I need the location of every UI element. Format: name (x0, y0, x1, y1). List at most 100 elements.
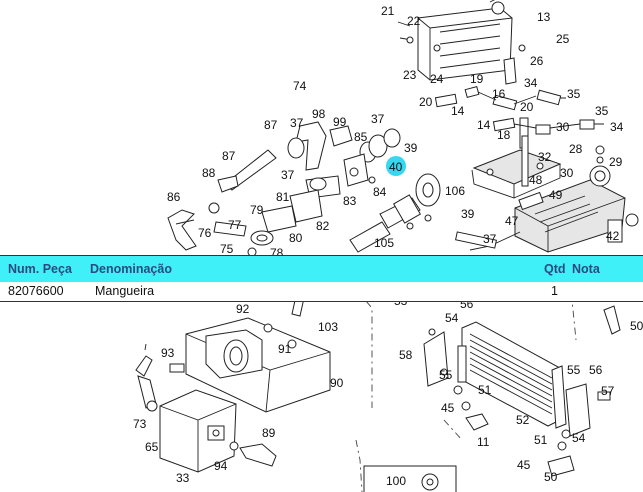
bottom-inset-box (363, 465, 457, 492)
callout-103[interactable]: 103 (318, 320, 338, 334)
callout-80[interactable]: 80 (289, 231, 303, 245)
callout-86[interactable]: 86 (167, 190, 181, 204)
callout-84[interactable]: 84 (373, 185, 387, 199)
callout-55-left[interactable]: 55 (439, 368, 453, 382)
hose-assembly-left (167, 121, 353, 257)
callout-25[interactable]: 25 (556, 32, 570, 46)
part-table-header: Num. Peça Denominação Qtd Nota (0, 256, 643, 282)
callout-58[interactable]: 58 (399, 348, 413, 362)
callout-33[interactable]: 33 (176, 471, 190, 485)
callout-74[interactable]: 74 (293, 79, 307, 93)
valve-block (471, 135, 562, 199)
callout-37-mid[interactable]: 37 (281, 168, 295, 182)
callout-51-lower[interactable]: 51 (534, 433, 548, 447)
callout-37-upper[interactable]: 37 (290, 116, 304, 130)
callout-26[interactable]: 26 (530, 54, 544, 68)
callout-18[interactable]: 18 (497, 128, 511, 142)
callout-81[interactable]: 81 (276, 190, 290, 204)
part-info-panel: Num. Peça Denominação Qtd Nota 82076600 … (0, 255, 643, 302)
callout-76[interactable]: 76 (198, 226, 212, 240)
callout-28[interactable]: 28 (569, 142, 583, 156)
callout-14-mid[interactable]: 14 (477, 118, 491, 132)
callout-34-top[interactable]: 34 (524, 76, 538, 90)
row-description: Mangueira (95, 284, 155, 298)
callout-11[interactable]: 11 (477, 435, 490, 449)
callout-92[interactable]: 92 (236, 302, 250, 316)
callout-20-left[interactable]: 20 (419, 95, 433, 109)
part-table-row[interactable]: 82076600 Mangueira 1 (0, 282, 643, 300)
callout-65[interactable]: 65 (145, 440, 159, 454)
callout-23[interactable]: 23 (403, 68, 417, 82)
callout-34-right[interactable]: 34 (610, 120, 624, 134)
callout-37-lower[interactable]: 37 (483, 232, 497, 246)
callout-50-right[interactable]: 50 (630, 319, 643, 333)
callout-32[interactable]: 32 (538, 150, 552, 164)
callout-13[interactable]: 13 (537, 10, 551, 24)
row-part-number: 82076600 (8, 284, 64, 298)
header-part-number: Num. Peça (8, 262, 72, 276)
callout-79[interactable]: 79 (250, 203, 264, 217)
callout-82[interactable]: 82 (316, 219, 330, 233)
callout-106[interactable]: 106 (445, 184, 465, 198)
callout-39-lower[interactable]: 39 (461, 207, 475, 221)
pump-body (514, 165, 639, 253)
callout-47[interactable]: 47 (505, 214, 519, 228)
callout-30-top[interactable]: 30 (556, 120, 570, 134)
callout-88[interactable]: 88 (202, 166, 216, 180)
callout-52[interactable]: 52 (516, 413, 530, 427)
callout-73[interactable]: 73 (133, 417, 147, 431)
header-description: Denominação (90, 262, 172, 276)
callout-91[interactable]: 91 (278, 342, 292, 356)
callout-57[interactable]: 57 (601, 384, 615, 398)
callout-35-right[interactable]: 35 (595, 104, 609, 118)
callout-24[interactable]: 24 (430, 72, 444, 86)
callout-45-lower[interactable]: 45 (517, 458, 531, 472)
callout-93[interactable]: 93 (161, 346, 175, 360)
callout-85[interactable]: 85 (354, 130, 368, 144)
callout-56-right[interactable]: 56 (589, 363, 603, 377)
callout-20-right[interactable]: 20 (520, 100, 534, 114)
highlight-marker (386, 156, 406, 176)
header-note: Nota (572, 262, 600, 276)
callout-54-top[interactable]: 54 (445, 311, 459, 325)
callout-49[interactable]: 49 (549, 188, 563, 202)
callout-100[interactable]: 100 (386, 474, 406, 488)
callout-30-mid[interactable]: 30 (560, 166, 574, 180)
callout-87-lower[interactable]: 87 (222, 149, 236, 163)
callout-94[interactable]: 94 (214, 459, 228, 473)
mounting-bracket (185, 295, 331, 413)
callout-87-upper[interactable]: 87 (264, 118, 278, 132)
callout-37-pump[interactable]: 37 (371, 112, 385, 126)
callout-90[interactable]: 90 (330, 376, 344, 390)
pump-coupling (343, 128, 441, 253)
header-quantity: Qtd (544, 262, 566, 276)
callout-39-upper[interactable]: 39 (404, 141, 418, 155)
callout-54-lower[interactable]: 54 (572, 431, 586, 445)
callout-89[interactable]: 89 (262, 426, 276, 440)
hydraulic-tank-box (159, 389, 237, 473)
callout-21[interactable]: 21 (381, 4, 395, 18)
callout-105[interactable]: 105 (374, 236, 394, 250)
callout-77[interactable]: 77 (228, 218, 242, 232)
callout-98[interactable]: 98 (312, 107, 326, 121)
small-hose-fittings (434, 85, 605, 164)
callout-35-top[interactable]: 35 (567, 87, 581, 101)
callout-48[interactable]: 48 (529, 173, 543, 187)
callout-42[interactable]: 42 (606, 229, 620, 243)
callout-40[interactable]: 40 (389, 160, 403, 174)
callout-22[interactable]: 22 (407, 14, 421, 28)
callout-14-top[interactable]: 14 (451, 104, 465, 118)
callout-45-upper[interactable]: 45 (441, 401, 455, 415)
radiator-brackets (423, 305, 621, 477)
callout-99[interactable]: 99 (333, 115, 347, 129)
callout-16[interactable]: 16 (492, 87, 506, 101)
callout-19[interactable]: 19 (470, 72, 484, 86)
row-quantity: 1 (551, 284, 558, 298)
callout-29[interactable]: 29 (609, 155, 623, 169)
callout-75[interactable]: 75 (220, 242, 234, 256)
callout-51-upper[interactable]: 51 (478, 383, 492, 397)
callout-55-right[interactable]: 55 (567, 363, 581, 377)
callout-83[interactable]: 83 (343, 194, 357, 208)
callout-50-lower[interactable]: 50 (544, 470, 558, 484)
